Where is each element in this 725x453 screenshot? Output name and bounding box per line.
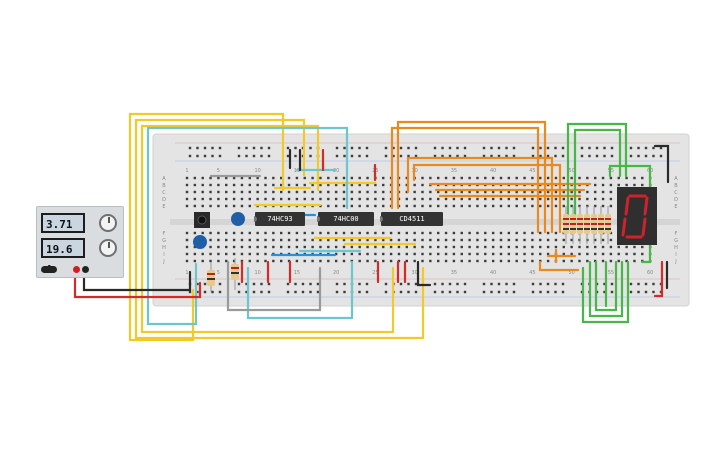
column-number: 55 — [608, 270, 614, 276]
wire-orange[interactable] — [396, 120, 547, 234]
capacitor[interactable] — [193, 235, 207, 249]
column-number: 10 — [254, 168, 260, 174]
row-label: H — [674, 245, 678, 251]
column-number: 45 — [529, 168, 535, 174]
wire-red[interactable] — [73, 268, 202, 299]
wire-orange[interactable] — [412, 163, 562, 234]
positive-terminal[interactable] — [73, 266, 80, 273]
wire-green[interactable] — [581, 260, 630, 324]
column-number: 10 — [254, 270, 260, 276]
current-knob[interactable] — [99, 239, 117, 257]
row-label: B — [162, 183, 166, 189]
wire-orange[interactable] — [538, 260, 580, 272]
wire-black[interactable] — [82, 268, 192, 292]
resistor[interactable] — [207, 262, 215, 292]
column-number: 35 — [451, 168, 457, 174]
pushbutton[interactable] — [194, 212, 210, 228]
row-label: G — [674, 238, 678, 244]
capacitor[interactable] — [231, 212, 245, 226]
row-label: C — [162, 190, 166, 196]
wire-orange[interactable] — [390, 126, 540, 234]
chip-74hc00[interactable]: 74HC00 — [317, 212, 374, 226]
resistor-array[interactable] — [563, 206, 611, 244]
wire-black[interactable] — [416, 260, 432, 287]
column-number: 1 — [185, 270, 188, 276]
row-label: I — [163, 252, 164, 258]
column-number: 45 — [529, 270, 535, 276]
wire-green[interactable] — [588, 260, 624, 318]
row-label: I — [675, 252, 676, 258]
wire-green[interactable] — [594, 260, 618, 312]
column-number: 35 — [451, 270, 457, 276]
row-label: G — [162, 238, 166, 244]
column-number: 20 — [333, 168, 339, 174]
voltage-knob[interactable] — [99, 214, 117, 232]
column-number: 15 — [294, 270, 300, 276]
wire-green[interactable] — [566, 122, 628, 234]
power-switch[interactable] — [41, 266, 57, 273]
seven-segment-display[interactable] — [617, 187, 657, 245]
column-number: 50 — [568, 270, 574, 276]
negative-terminal[interactable] — [82, 266, 89, 273]
wire-gray[interactable] — [226, 260, 322, 312]
wire-black[interactable] — [653, 144, 670, 184]
wire-yellow[interactable] — [134, 118, 425, 340]
row-label: J — [162, 259, 164, 265]
row-label: E — [674, 204, 677, 210]
column-number: 5 — [217, 168, 220, 174]
row-label: J — [674, 259, 676, 265]
row-label: F — [163, 231, 166, 237]
column-number: 50 — [568, 168, 574, 174]
column-number: 30 — [411, 270, 417, 276]
wire-cyan[interactable] — [146, 126, 349, 326]
wire-red[interactable] — [653, 260, 664, 298]
column-number: 1 — [185, 168, 188, 174]
row-label: F — [675, 231, 678, 237]
current-display: 19.6 A — [41, 238, 85, 276]
column-number: 5 — [217, 270, 220, 276]
resistor[interactable] — [231, 258, 239, 290]
column-number: 40 — [490, 270, 496, 276]
voltage-display: 3.71 V — [41, 213, 85, 251]
column-number: 40 — [490, 168, 496, 174]
row-label: D — [162, 197, 166, 203]
row-label: C — [674, 190, 678, 196]
row-label: A — [674, 176, 678, 182]
row-label: B — [674, 183, 678, 189]
row-label: A — [162, 176, 166, 182]
wire-green[interactable] — [573, 128, 622, 234]
row-label: H — [162, 245, 166, 251]
row-label: D — [674, 197, 678, 203]
wire-yellow[interactable] — [140, 124, 395, 334]
column-number: 60 — [647, 270, 653, 276]
chip-74hc93[interactable]: 74HC93 — [254, 212, 305, 226]
wire-green[interactable] — [608, 164, 652, 264]
row-label: E — [162, 204, 165, 210]
power-supply[interactable]: 3.71 V 19.6 A — [36, 206, 124, 278]
chip-cd4511[interactable]: CD4511 — [380, 212, 443, 226]
column-number: 20 — [333, 270, 339, 276]
column-number: 25 — [372, 270, 378, 276]
wire-cyan[interactable] — [246, 260, 354, 320]
